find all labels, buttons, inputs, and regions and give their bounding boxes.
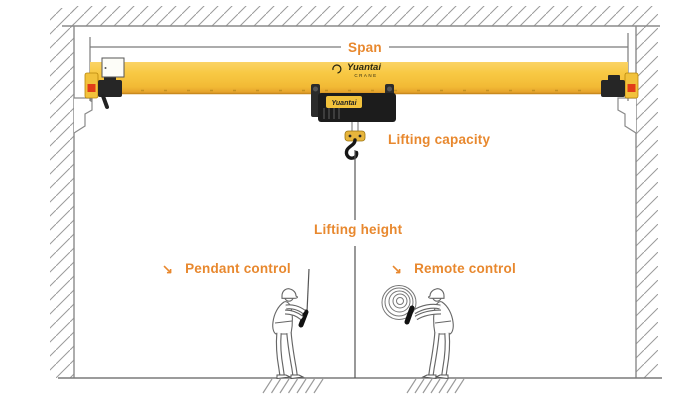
ceiling-hatch <box>72 6 658 26</box>
pendant-station <box>298 309 309 328</box>
pendant-control-label: ↘ Pendant control <box>162 261 291 277</box>
hoist-brand-chip <box>326 96 362 108</box>
crane-beam <box>90 62 628 95</box>
right-runway-corbel <box>617 97 637 134</box>
pendant-operator-figure <box>272 288 306 380</box>
right-end-truck <box>601 72 639 99</box>
ground-hatch-right <box>406 378 465 394</box>
right-end-truck-stop-badge <box>627 84 636 92</box>
brand-logo-text: Yuantai <box>347 62 381 73</box>
pendant-control-text: Pendant control <box>185 261 291 276</box>
left-end-truck-stop-badge <box>87 84 96 92</box>
remote-control-label: ↘ Remote control <box>391 261 516 277</box>
hard-hat-icon <box>281 288 299 299</box>
left-drive-motor <box>98 80 122 97</box>
hook-icon <box>344 130 366 160</box>
remote-operator-figure <box>381 285 454 380</box>
electrical-box <box>101 57 125 78</box>
brand-logo: Yuantai CRANE <box>332 62 381 78</box>
pendant-arrow-icon: ↘ <box>162 261 174 277</box>
signal-waves-icon <box>381 285 417 320</box>
hoist-trolley: Yuantai <box>311 84 396 160</box>
span-label: Span <box>341 40 389 55</box>
remote-transmitter <box>404 305 415 325</box>
hard-hat-icon <box>427 288 445 299</box>
lifting-height-label: Lifting height <box>314 222 403 237</box>
remote-arrow-icon: ↘ <box>391 261 403 277</box>
hoist-brand-label: Yuantai <box>331 100 357 107</box>
left-wall <box>50 8 93 378</box>
ground-hatch-left <box>262 378 324 394</box>
left-end-truck <box>84 72 122 109</box>
left-limit-switch <box>101 94 109 109</box>
remote-control-text: Remote control <box>414 261 516 276</box>
pendant-cable <box>298 268 310 328</box>
left-runway-corbel <box>73 97 93 134</box>
right-wall <box>617 26 658 378</box>
brand-logo-sub: CRANE <box>354 73 377 78</box>
right-drive-motor <box>601 80 625 97</box>
lifting-capacity-label: Lifting capacity <box>388 132 491 147</box>
